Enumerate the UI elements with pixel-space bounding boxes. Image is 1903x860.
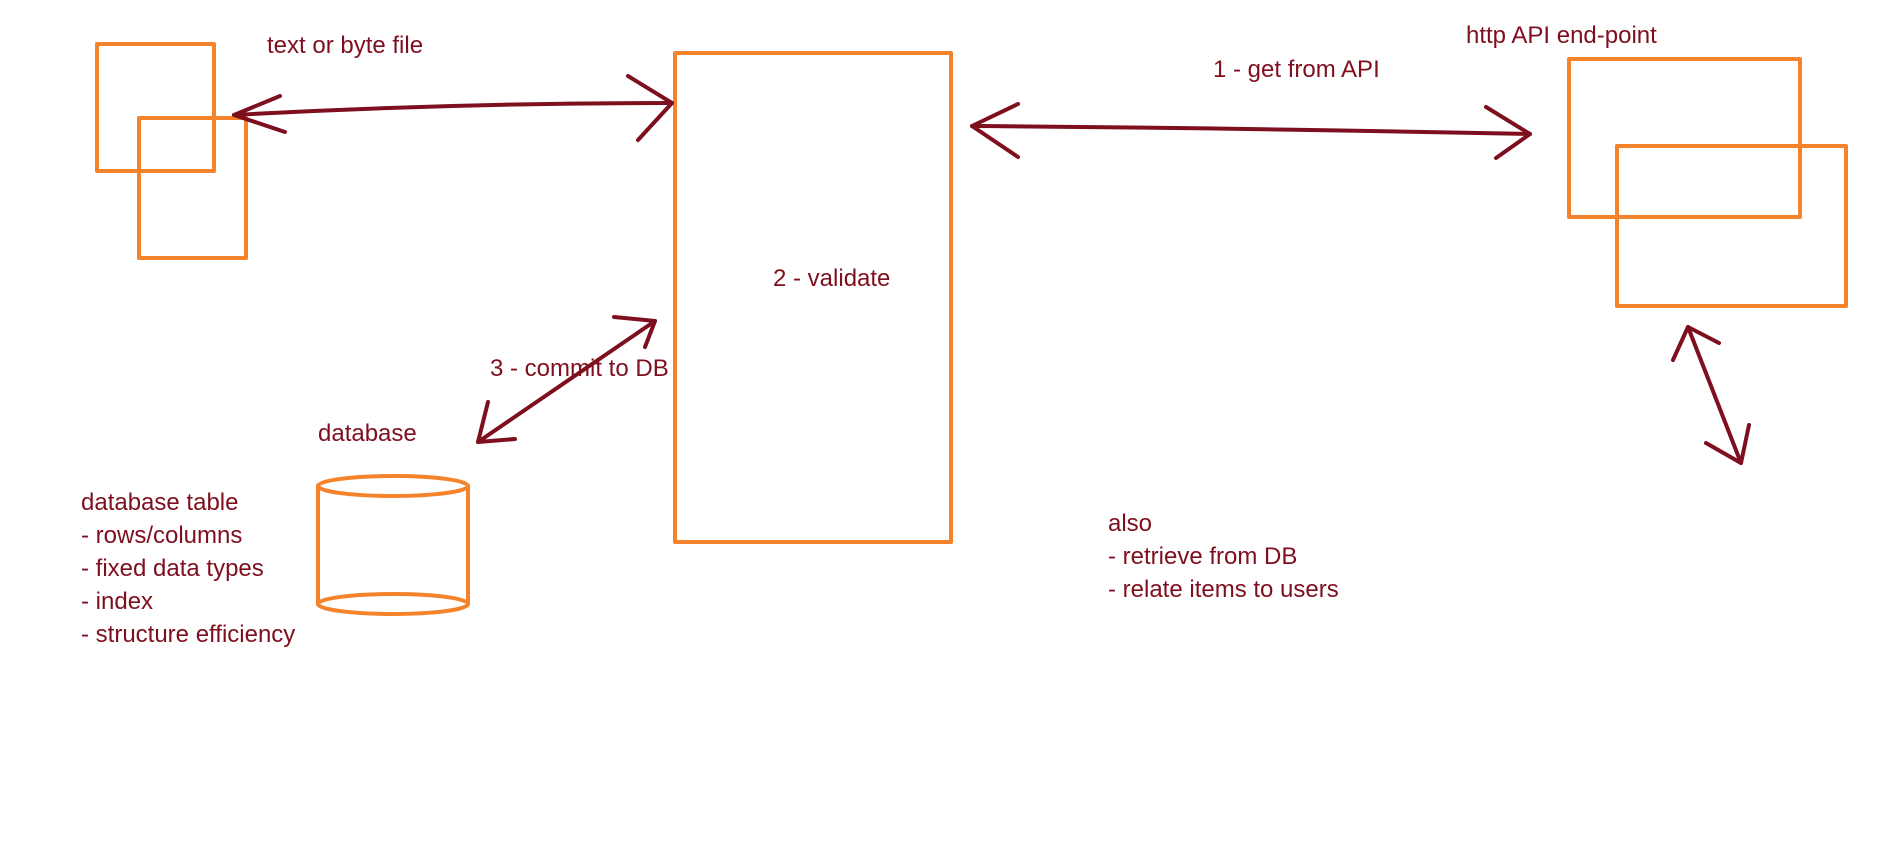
notes-item: - rows/columns [81,522,243,549]
arrow-line [232,101,674,117]
arrow-head-left [232,94,287,134]
api-vertical-arrow [1671,325,1751,465]
arrow-head-right [626,74,674,142]
validate-box [673,51,953,544]
arrow-head-upper [612,315,657,349]
api-endpoint-label: http API end-point [1466,22,1657,49]
file-shape [95,42,248,260]
arrow-head-right [1484,105,1532,160]
api-rect-front [1615,144,1848,308]
cylinder-bottom [316,592,470,616]
api-rect-back [1567,57,1802,219]
notes-item: - relate items to users [1108,576,1339,603]
commit-to-db-label: 3 - commit to DB [490,355,669,382]
database-table-notes: database table - rows/columns - fixed da… [81,486,295,651]
database-cylinder [316,474,470,616]
notes-title: also [1108,510,1153,537]
also-notes: also - retrieve from DB - relate items t… [1108,507,1339,606]
arrow-line [970,124,1532,136]
arrow-head-top [1671,325,1721,362]
api-endpoint-shape [1567,57,1848,308]
arrow-line [476,319,657,444]
arrow-head-bottom [1704,423,1751,465]
file-to-validate-arrow [232,74,674,142]
notes-item: - fixed data types [81,555,264,582]
file-label: text or byte file [267,32,424,59]
notes-title: database table [81,489,239,516]
notes-item: - retrieve from DB [1108,543,1298,570]
commit-to-db-arrow [476,315,657,444]
arrow-line [1686,325,1743,465]
arrow-head-lower [476,400,517,444]
arrow-head-left [970,102,1020,159]
cylinder-top [316,474,470,498]
get-from-api-label: 1 - get from API [1213,56,1380,83]
file-rect-back [95,42,216,173]
api-to-validate-arrow [970,102,1532,160]
notes-item: - index [81,588,154,615]
notes-item: - structure efficiency [81,621,296,648]
database-label: database [318,420,417,447]
file-rect-front [137,116,248,260]
validate-label: 2 - validate [773,265,891,292]
